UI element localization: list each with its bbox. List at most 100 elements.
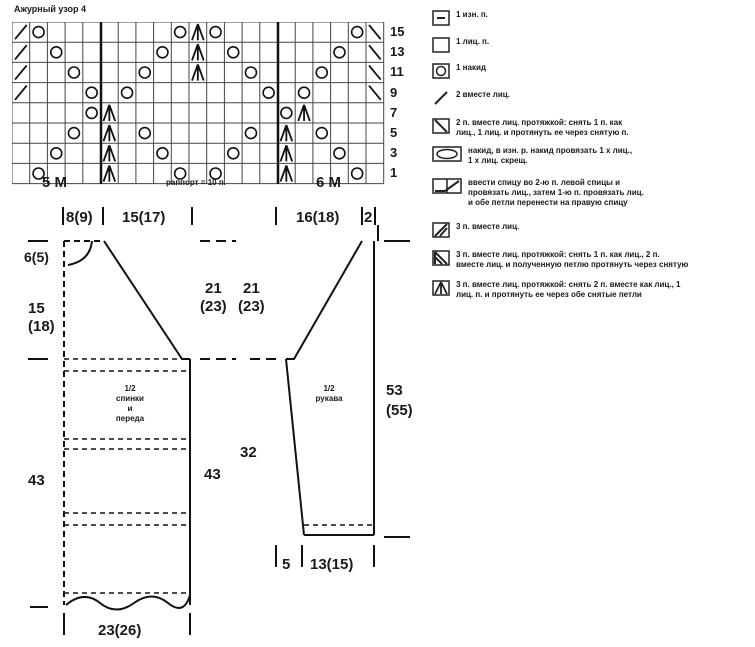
k2tog-icon: [432, 90, 450, 111]
k2tog-mark: [14, 44, 28, 60]
yarn-over-mark: [333, 45, 346, 59]
legend-item: накид, в изн. р. накид провязать 1 х лиц…: [432, 146, 632, 167]
dim-body-length-left: 43: [28, 472, 45, 489]
dim-sleeve-bottom-small: 5: [282, 556, 291, 573]
centered-dec-mark: [279, 144, 294, 162]
legend-text: ввести спицу во 2-ю п. левой спицы и про…: [468, 178, 644, 207]
dim-sleeve-cuff: 13(15): [310, 556, 354, 573]
yarn-over-mark: [85, 86, 98, 99]
left-edge-label: 5 М: [42, 174, 68, 191]
yarn-over-mark: [350, 167, 364, 180]
yarn-over-mark: [138, 66, 152, 79]
legend-item: 3 п. вместе лиц. протяжкой: снять 2 п. в…: [432, 280, 680, 301]
body-piece-label: 1/2 спинки и переда: [115, 384, 145, 423]
dim-body-width: 23(26): [98, 622, 142, 639]
knitting-chart: [12, 22, 385, 185]
ssk-mark: [368, 64, 382, 81]
legend-item: 1 лиц. п.: [432, 37, 489, 58]
row-number: 15: [390, 24, 405, 39]
k2tog-mark: [14, 64, 28, 81]
schematic: [28, 207, 410, 635]
repeat-label: раппорт = 10 п.: [166, 178, 226, 187]
ssk-icon: [432, 118, 450, 139]
legend-item: 3 п. вместе лиц. протяжкой: снять 1 п. к…: [432, 250, 688, 271]
yarn-over-mark: [209, 25, 222, 39]
centered-dec-mark: [279, 165, 294, 182]
legend-item: 1 накид: [432, 63, 486, 84]
yarn-over-mark: [67, 126, 81, 140]
centered-dec-icon: [432, 280, 450, 301]
dim-raglan-1: 21 (23): [200, 280, 227, 315]
dim-sleeve-top: 16(18): [296, 209, 340, 226]
centered-dec-mark: [102, 144, 117, 162]
purl-icon: [432, 10, 450, 31]
legend-text: 1 лиц. п.: [456, 37, 490, 46]
yarn-over-mark: [315, 126, 329, 140]
ssk-mark: [368, 24, 382, 40]
dim-armhole: 15 (18): [28, 300, 55, 335]
sk2p-icon: [432, 250, 450, 271]
yarn-over-mark: [120, 86, 134, 99]
yarn-over-mark: [32, 25, 45, 39]
yarn-over-mark: [315, 66, 329, 79]
yarn-over-mark: [85, 106, 98, 120]
yarn-over-mark: [297, 86, 311, 99]
yarn-over-mark: [244, 126, 258, 140]
row-number: 7: [390, 104, 398, 120]
centered-dec-mark: [102, 124, 117, 142]
ssk-mark: [368, 85, 382, 101]
dim-raglan-2: 21 (23): [238, 280, 265, 315]
row-number: 1: [390, 165, 398, 181]
yarn-over-mark: [244, 66, 258, 79]
dim-body-length-right: 43: [204, 466, 221, 483]
double-yo-icon: [432, 146, 462, 167]
right-edge-label: 6 М: [316, 174, 342, 191]
dim-neck: 15(17): [122, 209, 166, 226]
yarn-over-mark: [173, 167, 187, 180]
dim-shoulder: 8(9): [66, 209, 93, 226]
dim-neck-depth: 6(5): [24, 249, 49, 265]
yarn-over-mark: [49, 147, 63, 160]
sleeve-piece-label: 1/2 рукава: [315, 384, 343, 403]
legend-text: 3 п. вместе лиц.: [456, 222, 520, 231]
yarn-over-mark: [280, 106, 293, 120]
yarn-over-mark: [67, 66, 81, 79]
legend-text: 3 п. вместе лиц. протяжкой: снять 2 п. в…: [456, 280, 681, 299]
cross-icon: [432, 178, 462, 199]
yarn-over-mark: [32, 167, 45, 180]
yarn-over-mark: [156, 147, 169, 160]
row-number: 13: [390, 44, 405, 60]
row-number: 3: [390, 145, 398, 161]
yarn-over-mark: [333, 147, 346, 160]
ssk-mark: [368, 44, 382, 60]
yarn-over-icon: [432, 63, 450, 84]
k2tog-mark: [14, 24, 28, 40]
legend-text: 2 вместе лиц.: [456, 90, 510, 99]
legend-text: 1 изн. п.: [456, 10, 488, 19]
chart-symbols: [14, 23, 382, 182]
yarn-over-mark: [262, 86, 275, 99]
chart-grid: [12, 22, 385, 185]
dim-sleeve-small: 2: [364, 209, 373, 226]
centered-dec-mark: [191, 43, 205, 61]
row-number: 9: [390, 84, 398, 100]
legend-text: накид, в изн. р. накид провязать 1 х лиц…: [468, 146, 633, 165]
legend-item: 1 изн. п.: [432, 10, 488, 31]
dim-sleeve-length: 53 (55): [386, 382, 413, 419]
centered-dec-mark: [102, 165, 117, 182]
yarn-over-mark: [138, 126, 152, 140]
legend-item: 2 вместе лиц.: [432, 90, 510, 111]
row-number: 5: [390, 125, 398, 140]
yarn-over-mark: [49, 45, 63, 59]
yarn-over-mark: [209, 167, 222, 180]
centered-dec-mark: [102, 104, 117, 122]
centered-dec-mark: [191, 23, 205, 41]
row-number: 11: [390, 64, 404, 80]
yarn-over-mark: [350, 25, 364, 39]
centered-dec-mark: [297, 104, 311, 122]
legend-text: 3 п. вместе лиц. протяжкой: снять 1 п. к…: [456, 250, 689, 269]
k3tog-icon: [432, 222, 450, 243]
legend-text: 1 накид: [456, 63, 486, 72]
centered-dec-mark: [279, 124, 294, 142]
k2tog-mark: [14, 85, 28, 101]
